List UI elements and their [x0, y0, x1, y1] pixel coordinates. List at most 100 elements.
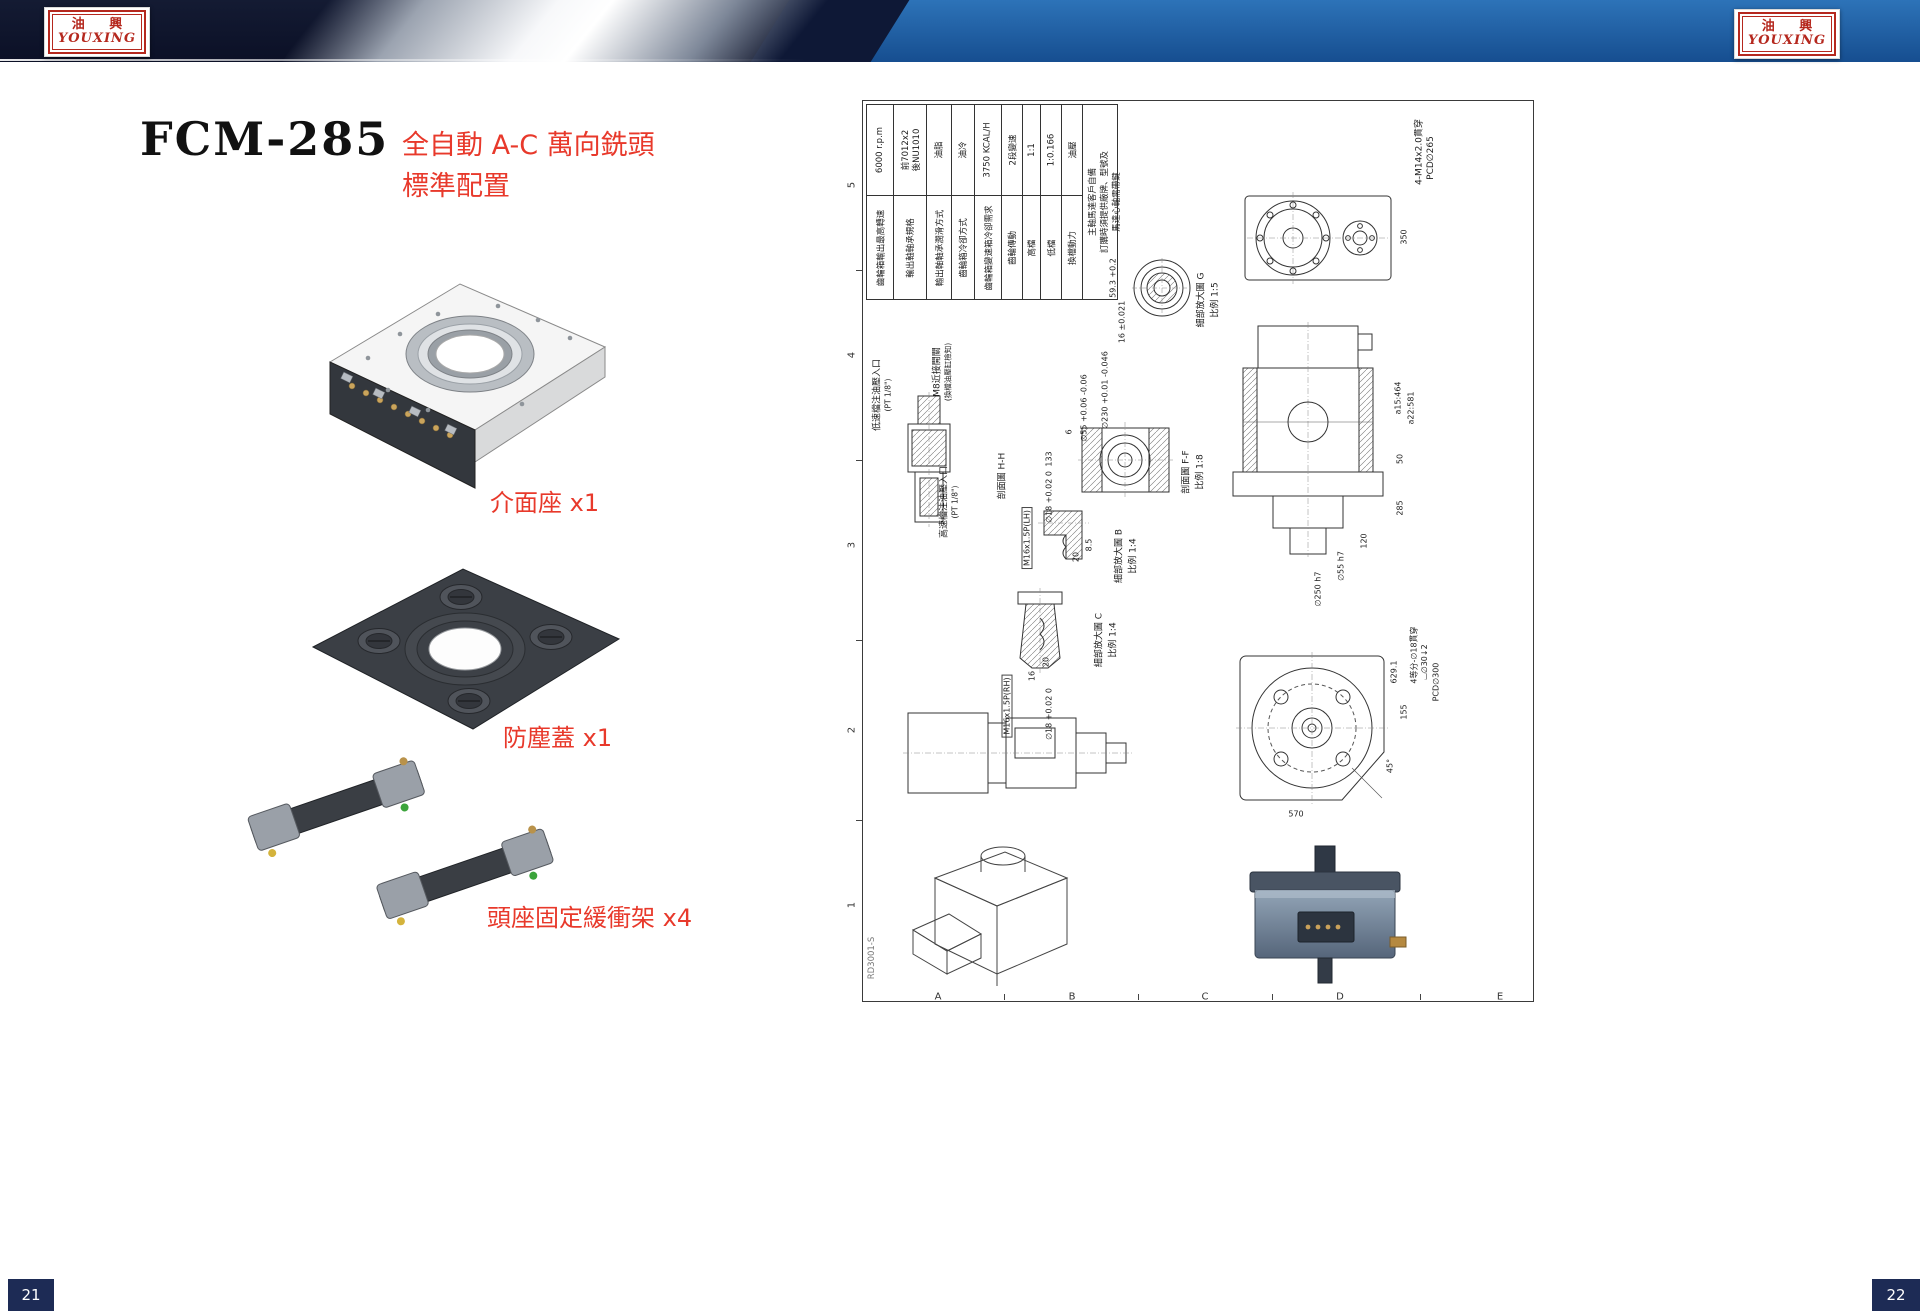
part3-label: 頭座固定緩衝架 x4 — [487, 904, 693, 932]
view-rear-flange — [1244, 192, 1392, 284]
dim-20-b: 20 — [1071, 551, 1081, 563]
dim-a22-581: a22:581 — [1406, 391, 1416, 425]
dim-6: 6 — [1064, 429, 1074, 435]
spec-note-line3: 馬達心軸需帶鍵 — [1112, 172, 1123, 232]
title-detail-c: 細部放大圖 C — [1094, 612, 1105, 668]
grid-col-d: D — [1336, 991, 1344, 1003]
dim-570: 570 — [1288, 809, 1304, 819]
label-high-speed-port-thread: (PT 1/8") — [950, 485, 960, 519]
label-m8-switch-note: (換檔油壓缸檢知) — [943, 342, 953, 402]
grid-col-b: B — [1068, 991, 1076, 1003]
header-band — [0, 0, 1920, 62]
spec-value: 6000 r.p.m — [875, 126, 886, 174]
label-counterbore: ⌴∅30↓2 — [1420, 644, 1429, 680]
dim-8-5: 8.5 — [1084, 538, 1094, 552]
spec-note-line1: 主軸馬達客戶自備 — [1088, 167, 1099, 237]
spec-col-low: 1:0.166 低檔 — [1041, 105, 1063, 299]
view-motor-assembly — [903, 712, 1133, 794]
header-highlight-line — [0, 59, 807, 61]
label-bolt-pcd: PCD∅265 — [1426, 136, 1436, 180]
spec-col-rpm: 6000 r.p.m 齒輪箱輸出最高轉速 — [867, 105, 894, 299]
dim-50: 50 — [1395, 453, 1405, 465]
page-number-left: 21 — [8, 1279, 54, 1311]
spec-col-cooling-req: 3750 KCAL/H 齒輪箱變速箱冷卻需求 — [975, 105, 1002, 299]
part1-label: 介面座 x1 — [490, 489, 600, 517]
view-side-section — [1232, 322, 1384, 557]
spec-label: 換檔動力 — [1068, 230, 1079, 265]
youxing-logo-left: 油 興 YOUXING — [44, 7, 150, 57]
frame-tick — [1138, 994, 1139, 1000]
title-detail-g-scale: 比例 1:5 — [1210, 282, 1221, 318]
view-front-flange — [1236, 652, 1388, 804]
dim-20-c: 20 — [1041, 656, 1051, 668]
label-pcd300: PCD∅300 — [1431, 662, 1441, 702]
view-isometric-outline — [911, 846, 1069, 986]
grid-row-4: 4 — [846, 351, 858, 359]
dim-dia250-h7: ∅250 h7 — [1313, 571, 1323, 607]
dim-155: 155 — [1399, 704, 1409, 720]
dim-629-1: 629.1 — [1389, 660, 1399, 684]
frame-tick — [856, 640, 862, 641]
spec-table: 6000 r.p.m 齒輪箱輸出最高轉速 前7012x2 後NU1010 輸出軸… — [866, 104, 1122, 300]
dim-285: 285 — [1395, 500, 1405, 516]
header-silver-swoosh — [270, 0, 850, 62]
dim-45deg: 45° — [1385, 758, 1395, 774]
label-low-speed-port-thread: (PT 1/8") — [883, 378, 893, 412]
spec-value: 油脂 — [934, 141, 945, 159]
title-detail-b: 細部放大圖 B — [1114, 528, 1125, 584]
grid-row-3: 3 — [846, 541, 858, 549]
label-bolt-note: 4-M14x2.0貫穿 — [1414, 119, 1425, 185]
spec-col-shift: 油壓 換檔動力 — [1062, 105, 1084, 299]
logo-chinese-text: 油 興 — [71, 16, 133, 32]
frame-tick — [856, 820, 862, 821]
label-high-speed-port: 高速檔注油壓入口 — [939, 465, 950, 539]
dim-59-3: 59.3 +0.2 — [1108, 258, 1118, 298]
spec-col-gear: 2段變速 齒輪傳動 — [1002, 105, 1023, 299]
spec-value: 油冷 — [958, 141, 969, 159]
dim-dia55-h7: ∅55 h7 — [1336, 551, 1346, 581]
grid-row-1: 1 — [846, 901, 858, 909]
view-section-ff — [1078, 422, 1173, 498]
spec-col-high: 1:1 高檔 — [1023, 105, 1042, 299]
page-number-right: 22 — [1872, 1279, 1920, 1311]
dim-dia18-b: ∅18 +0.02 0 — [1044, 471, 1054, 523]
dim-16: 16 — [1027, 670, 1037, 682]
title-section-ff: 剖面圖 F-F — [1181, 450, 1192, 494]
frame-tick — [1004, 994, 1005, 1000]
youxing-logo-right: 油 興 YOUXING — [1734, 9, 1840, 59]
logo-chinese-text: 油 興 — [1761, 18, 1823, 34]
grid-col-e: E — [1496, 991, 1504, 1003]
title-detail-g: 細部放大圖 G — [1196, 272, 1207, 328]
part-dust-cover-image — [311, 568, 621, 730]
spec-value: 後NU1010 — [912, 128, 922, 172]
view-section-hh — [907, 392, 951, 527]
spec-label: 齒輪箱冷卻方式 — [959, 217, 970, 278]
dim-m16-lh: M16x1.5P(LH) — [1021, 506, 1033, 570]
view-detail-c — [1017, 588, 1063, 673]
model-subtitle: 全自動 A-C 萬向銑頭 標準配置 — [402, 126, 655, 207]
model-title: FCM-285 — [140, 112, 390, 166]
spec-col-cooling: 油冷 齒輪箱冷卻方式 — [952, 105, 975, 299]
spec-col-bearing: 前7012x2 後NU1010 輸出軸軸承規格 — [894, 105, 927, 299]
title-section-hh: 剖面圖 H-H — [997, 452, 1008, 500]
spec-label: 齒輪箱變速箱冷卻需求 — [984, 204, 995, 291]
part-interface-plate-image — [328, 283, 607, 489]
spec-label: 齒輪箱輸出最高轉速 — [876, 209, 887, 286]
grid-col-a: A — [934, 991, 942, 1003]
spec-value: 1:1 — [1026, 143, 1037, 157]
spec-note-line2: 訂購時須提供廠牌、型號及 — [1100, 150, 1111, 254]
title-detail-b-scale: 比例 1:4 — [1128, 538, 1139, 574]
spec-value: 3750 KCAL/H — [983, 122, 993, 178]
spec-label: 高檔 — [1027, 238, 1038, 257]
logo-english-text: YOUXING — [1747, 33, 1827, 48]
spec-value: 油壓 — [1068, 141, 1079, 159]
dim-16-tol: 16 ±0.021 — [1117, 300, 1127, 344]
title-section-ff-scale: 比例 1:8 — [1195, 454, 1206, 490]
dim-dia55: ∅55 +0.06 -0.06 — [1079, 374, 1089, 442]
doc-number: RD3001-S — [867, 936, 877, 980]
subtitle-line2: 標準配置 — [402, 170, 510, 202]
dim-dia230: ∅230 +0.01 -0.046 — [1100, 351, 1110, 429]
view-rendered-gearbox — [1249, 845, 1407, 984]
dim-133: 133 — [1044, 451, 1054, 467]
